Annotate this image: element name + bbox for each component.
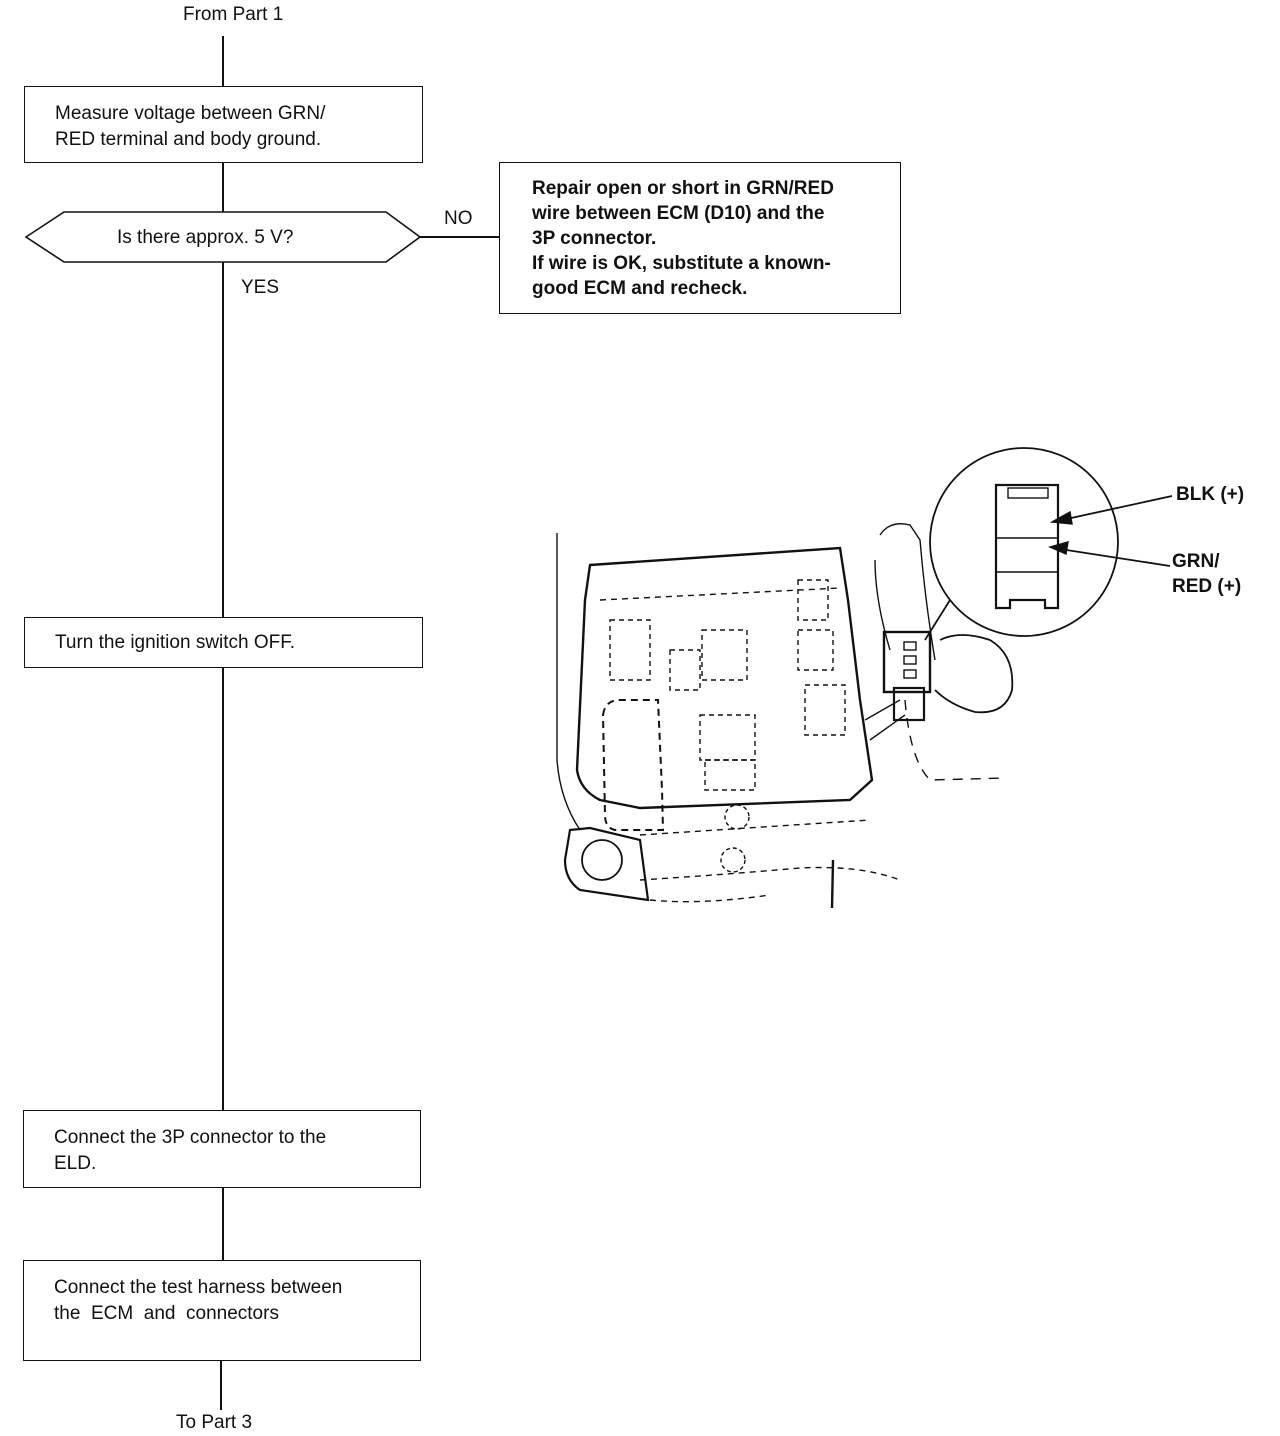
bolt-center [724, 804, 750, 830]
connector-pin-1 [903, 641, 917, 651]
lower-bracket [563, 826, 650, 902]
flow-line-no-branch [418, 236, 500, 238]
blk-arrow-line [1061, 495, 1173, 521]
from-part-label: From Part 1 [183, 4, 284, 25]
relay-block-4 [804, 684, 846, 736]
step4-line-1: Connect the test harness between [54, 1277, 343, 1298]
bolt-left [581, 839, 623, 881]
connector-face [994, 483, 1060, 610]
connector-latch [1007, 487, 1049, 499]
step3-line-2: ELD. [54, 1153, 97, 1174]
ecm-housing [575, 546, 874, 810]
lower-contour-3 [639, 819, 871, 836]
flow-line-step2-step3 [222, 667, 224, 1110]
grn-arrow-head [1047, 541, 1069, 556]
flow-line-step3-step4 [222, 1187, 224, 1260]
right-contour [904, 699, 1006, 781]
flow-line-bottom [220, 1360, 222, 1410]
repair-box: Repair open or short in GRN/RED wire bet… [499, 162, 901, 314]
grn-terminal-label-line2: RED (+) [1172, 576, 1242, 597]
connector-pin-2 [903, 655, 917, 665]
repair-line-1: Repair open or short in GRN/RED [532, 178, 834, 199]
relay-block-1 [701, 629, 748, 681]
pipe-end [934, 634, 1014, 714]
step-connect-harness: Connect the test harness between the ECM… [23, 1260, 421, 1361]
harness-wire-2 [869, 714, 906, 741]
flow-line-top [222, 36, 224, 86]
no-label: NO [444, 208, 473, 229]
relay-block-2 [797, 579, 829, 621]
step2-text: Turn the ignition switch OFF. [55, 632, 296, 653]
lower-contour-2 [649, 894, 771, 903]
lower-contour-1 [639, 866, 901, 881]
step1-line-1: Measure voltage between GRN/ [55, 103, 326, 124]
relay-block-7 [669, 649, 701, 691]
relay-block-3 [797, 629, 834, 671]
repair-line-5: good ECM and recheck. [532, 278, 748, 299]
blk-arrow-head [1049, 510, 1073, 525]
fender-edge [556, 533, 581, 831]
hose-outer [879, 523, 936, 661]
hose-inner [874, 559, 891, 651]
step1-line-2: RED terminal and body ground. [55, 129, 322, 150]
magnify-leader [924, 599, 951, 641]
step3-line-1: Connect the 3P connector to the [54, 1127, 327, 1148]
blk-terminal-label: BLK (+) [1176, 484, 1245, 505]
relay-block-8 [704, 759, 756, 791]
connector-pin-3 [903, 669, 917, 679]
connector-mate [892, 686, 926, 722]
housing-inner-top [599, 587, 841, 601]
repair-line-4: If wire is OK, substitute a known- [532, 253, 831, 274]
relay-block-5 [699, 714, 756, 761]
step4-line-2: the ECM and connectors [54, 1303, 279, 1324]
yes-label: YES [241, 277, 280, 298]
eld-outline [601, 699, 665, 831]
relay-block-6 [609, 619, 651, 681]
grn-arrow-line [1059, 548, 1171, 567]
step-ignition-off: Turn the ignition switch OFF. [24, 617, 423, 668]
step-connect-3p: Connect the 3P connector to the ELD. [23, 1110, 421, 1188]
wire-stub [830, 859, 835, 909]
flow-line-step1-decision [222, 162, 224, 212]
magnify-circle [929, 447, 1119, 637]
flow-line-decision-step2 [222, 262, 224, 617]
repair-line-3: 3P connector. [532, 228, 657, 249]
bolt-lower [720, 847, 746, 873]
repair-line-2: wire between ECM (D10) and the [532, 203, 825, 224]
to-part-label: To Part 3 [176, 1412, 253, 1433]
step-measure-voltage: Measure voltage between GRN/ RED termina… [24, 86, 423, 163]
grn-terminal-label-line1: GRN/ [1172, 551, 1220, 572]
decision-text: Is there approx. 5 V? [117, 227, 294, 248]
connector-3p [882, 630, 932, 694]
